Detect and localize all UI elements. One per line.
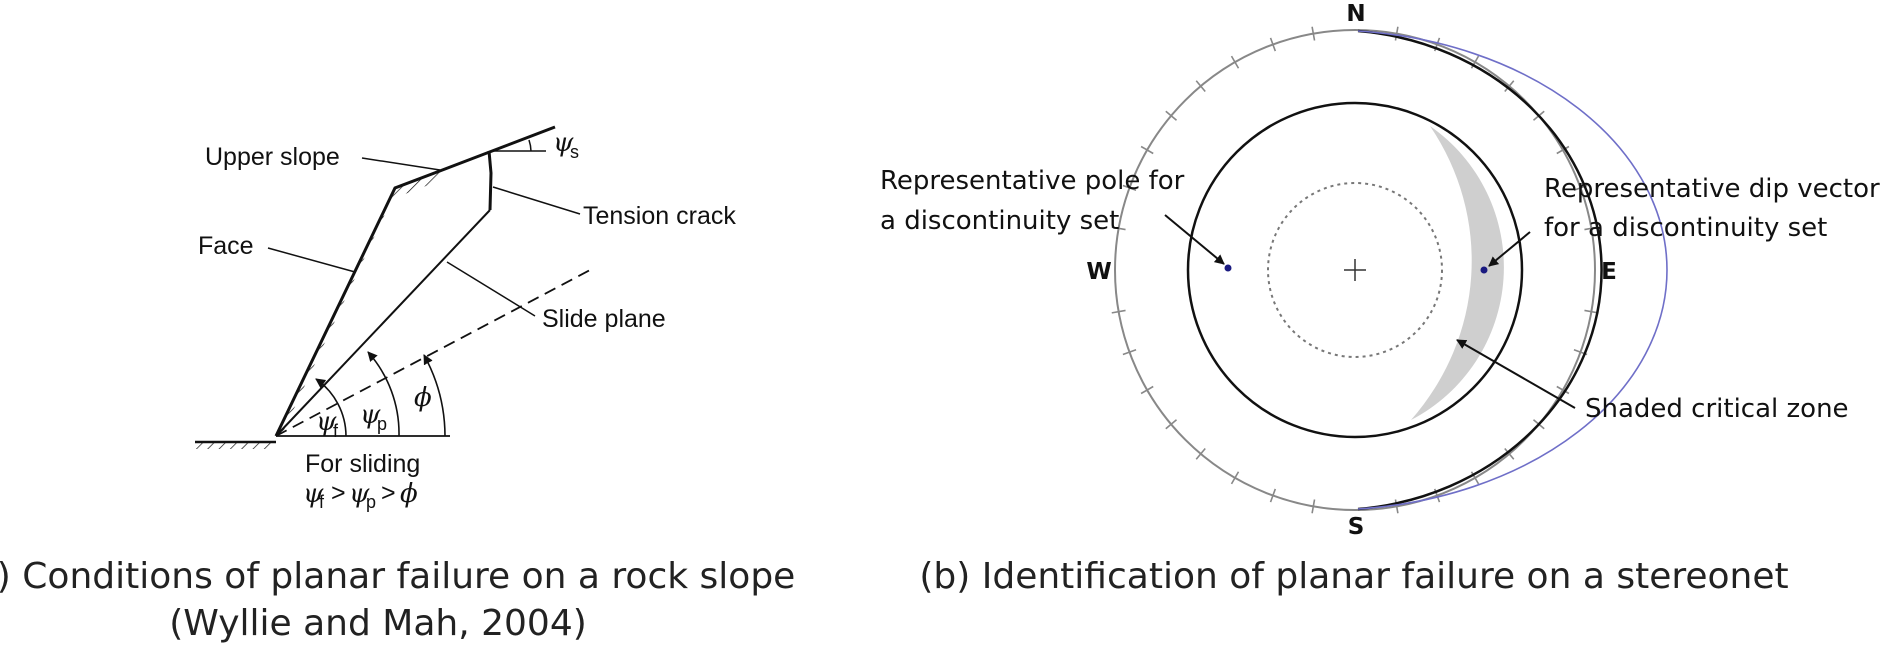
pole-arrow — [1164, 214, 1225, 265]
upper-slope-label: Upper slope — [205, 143, 340, 171]
stereonet-tick — [1504, 80, 1515, 93]
zone-arrow — [1456, 339, 1576, 409]
condition-psi-1: ψ — [303, 479, 324, 509]
stereonet-tick — [1504, 447, 1515, 460]
daylight-envelope — [1357, 29, 1603, 511]
stereonet-tick — [1195, 447, 1206, 460]
tension-crack-line — [487, 150, 493, 211]
tension-crack-label: Tension crack — [583, 202, 736, 230]
dip-label-line2: for a discontinuity set — [1544, 213, 1827, 243]
phi-symbol: ϕ — [414, 383, 432, 413]
west-label: W — [1086, 259, 1111, 285]
tension-crack-leader — [492, 186, 581, 215]
panel-a-slope-diagram: Upper slope Face Tension crack Slide pla… — [0, 125, 795, 644]
pole-label-line2: a discontinuity set — [880, 206, 1119, 236]
dip-vector-arrow — [1488, 231, 1531, 267]
psi-p-subscript: p — [377, 414, 387, 434]
dip-vector-point — [1480, 266, 1488, 274]
stereonet-ticks — [1111, 26, 1599, 514]
psi-f-arc — [315, 378, 347, 437]
ground-hatch — [195, 442, 275, 449]
caption-a-line2: (Wyllie and Mah, 2004) — [169, 603, 587, 644]
slide-plane-leader — [446, 261, 536, 317]
stereonet-tick — [1584, 226, 1599, 231]
stereonet-tick — [1269, 488, 1277, 503]
stereonet-tick — [1584, 309, 1599, 314]
upper-slope-leader — [361, 157, 441, 171]
stereonet-tick — [1556, 145, 1570, 155]
stereonet-tick — [1556, 385, 1570, 395]
stereonet-tick — [1230, 471, 1240, 485]
face-hatch — [276, 169, 445, 436]
psi-p-arc — [367, 351, 400, 437]
psi-f-subscript: f — [333, 421, 339, 441]
psi-f-symbol: ψ — [316, 407, 337, 437]
east-label: E — [1601, 259, 1617, 285]
stereonet-tick — [1311, 26, 1316, 41]
friction-circle — [1186, 101, 1524, 439]
stereonet-tick — [1394, 499, 1399, 514]
stereonet-tick — [1122, 184, 1137, 192]
stereonet-tick — [1122, 348, 1137, 356]
stereonet-outer-circle — [1114, 29, 1596, 511]
blue-great-circle — [1357, 30, 1668, 510]
caption-a-line1: (a) Conditions of planar failure on a ro… — [0, 556, 795, 597]
stereonet-tick — [1230, 55, 1240, 69]
condition-phi: ϕ — [400, 479, 418, 509]
slide-plane-label: Slide plane — [542, 305, 666, 333]
pole-point — [1224, 264, 1232, 272]
condition-gt-2: > — [381, 479, 396, 507]
zone-label: Shaded critical zone — [1585, 394, 1849, 424]
face-leader — [267, 247, 356, 273]
caption-b: (b) Identification of planar failure on … — [919, 556, 1788, 597]
sliding-condition: ψ f > ψ p > ϕ — [303, 479, 418, 512]
north-label: N — [1346, 1, 1365, 27]
face-label: Face — [198, 232, 254, 260]
pole-label-line1: Representative pole for — [880, 166, 1185, 196]
psi-s-symbol: ψ — [553, 128, 574, 158]
dip-label-line1: Representative dip vector — [1544, 174, 1880, 204]
psi-s-arc — [528, 139, 532, 152]
slide-plane-line — [275, 209, 491, 437]
south-label: S — [1348, 514, 1365, 540]
stereonet-tick — [1111, 309, 1126, 314]
panel-b-stereonet: N S E W Representative pole for a discon… — [880, 1, 1880, 597]
condition-gt-1: > — [331, 479, 346, 507]
condition-sub-2: p — [366, 492, 376, 512]
stereonet-tick — [1311, 499, 1316, 514]
condition-sub-1: f — [319, 492, 325, 512]
friction-angle-line — [275, 269, 591, 437]
shaded-critical-zone — [1411, 126, 1504, 420]
stereonet-tick — [1165, 419, 1178, 430]
stereonet-tick — [1140, 145, 1154, 155]
inner-dotted-circle — [1267, 182, 1443, 358]
psi-p-symbol: ψ — [360, 400, 381, 430]
for-sliding-label: For sliding — [305, 450, 420, 478]
stereonet-tick — [1394, 26, 1399, 41]
stereonet-tick — [1111, 226, 1126, 231]
stereonet-tick — [1165, 110, 1178, 121]
psi-s-subscript: s — [570, 142, 579, 162]
phi-arc — [423, 354, 446, 437]
stereonet-tick — [1195, 80, 1206, 93]
stereonet-tick — [1269, 37, 1277, 52]
stereonet-tick — [1140, 385, 1154, 395]
condition-psi-2: ψ — [349, 479, 370, 509]
